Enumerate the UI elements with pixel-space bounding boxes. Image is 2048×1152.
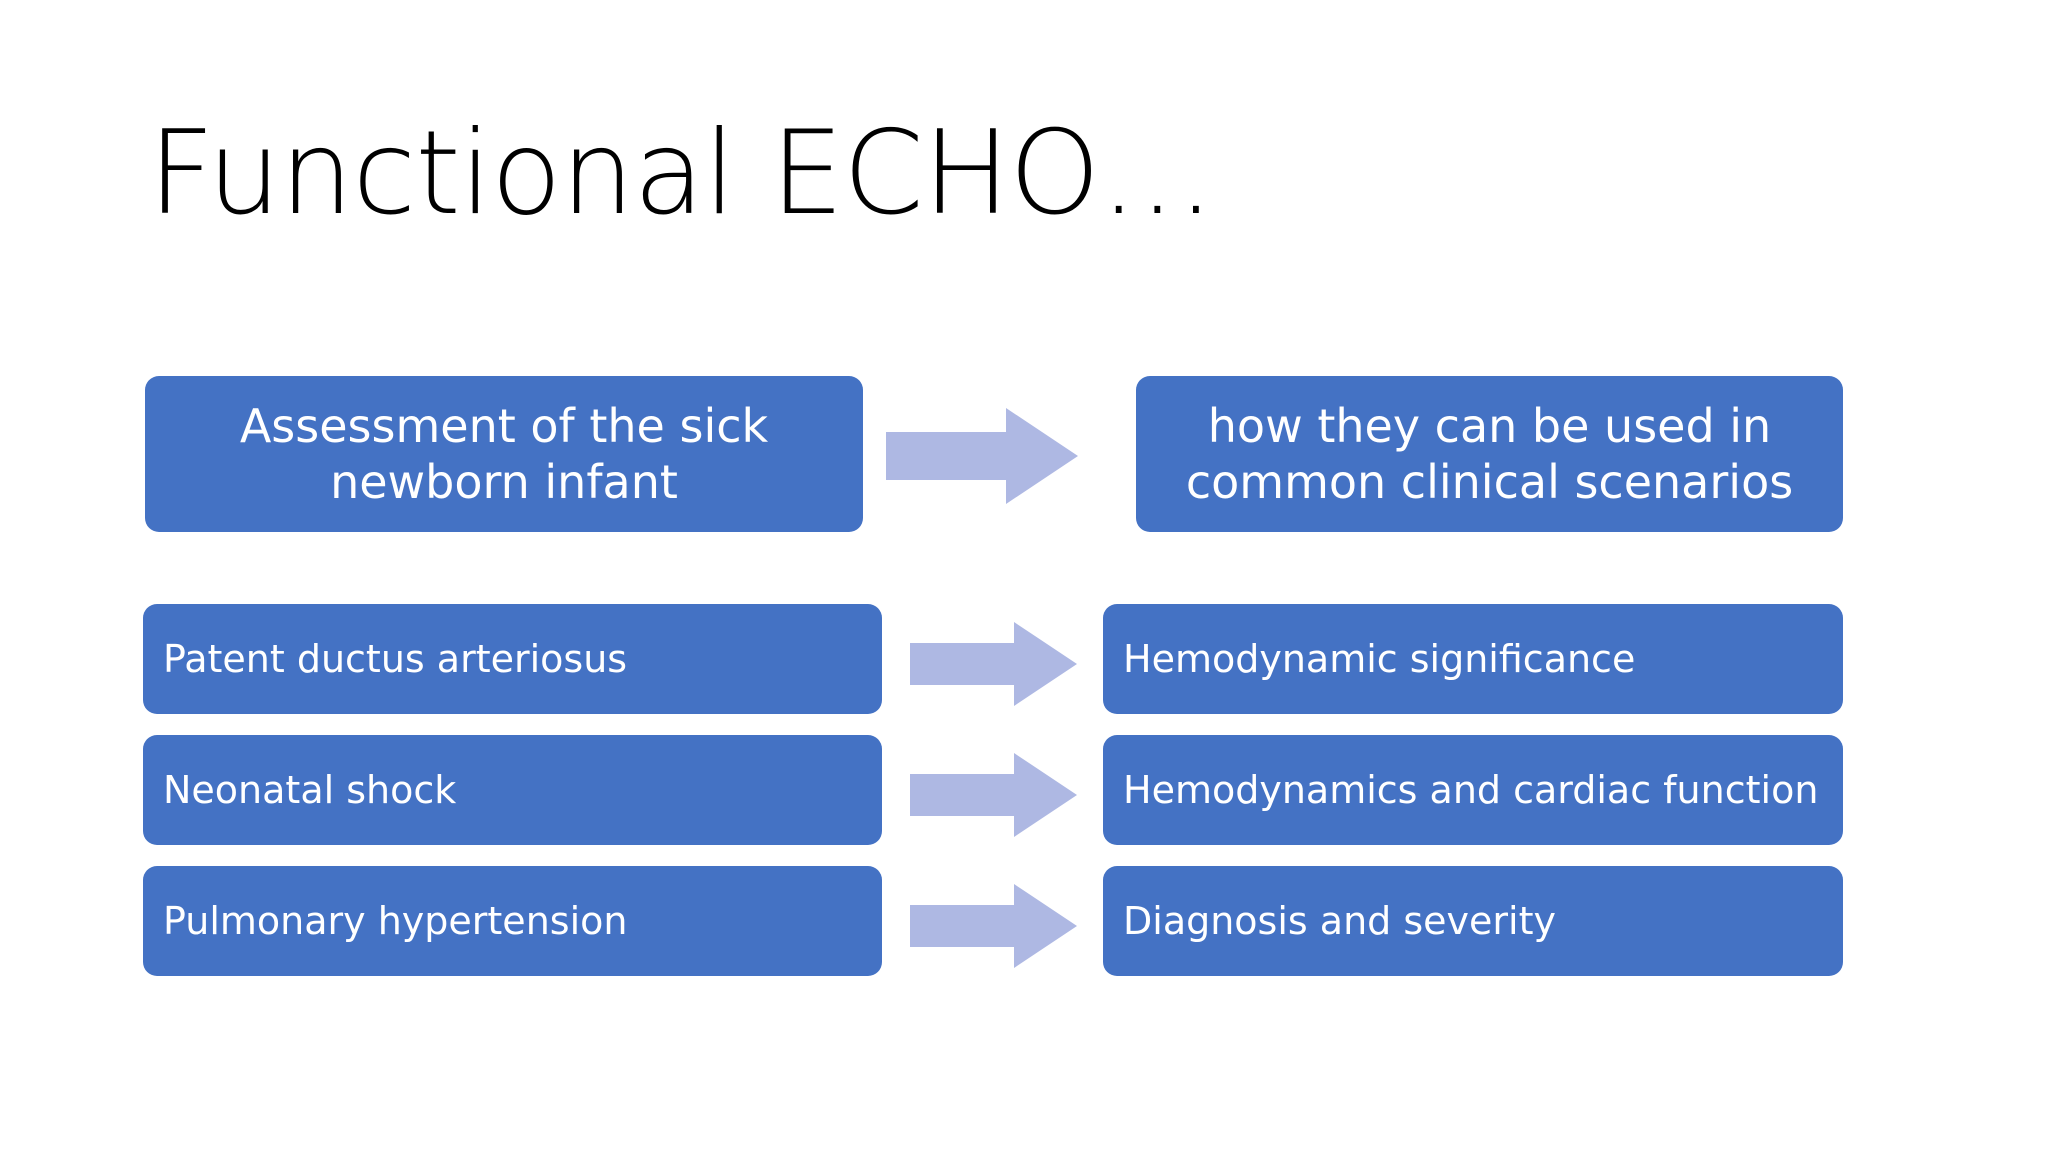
page-title: Functional ECHO… [148, 106, 1215, 241]
process-box-right-1[interactable]: how they can be used in common clinical … [1136, 376, 1843, 532]
process-box-right-2[interactable]: Hemodynamic significance [1103, 604, 1843, 714]
process-box-left-4-label: Pulmonary hypertension [163, 898, 628, 943]
process-box-right-4-label: Diagnosis and severity [1123, 898, 1556, 943]
process-box-right-1-label: how they can be used in common clinical … [1185, 398, 1794, 509]
process-box-left-1-label: Assessment of the sick newborn infant [239, 398, 769, 509]
process-box-left-2-label: Patent ductus arteriosus [163, 636, 628, 681]
process-box-right-4[interactable]: Diagnosis and severity [1103, 866, 1843, 976]
right-arrow-icon-2 [910, 622, 1077, 706]
process-box-right-3[interactable]: Hemodynamics and cardiac function [1103, 735, 1843, 845]
process-box-left-1[interactable]: Assessment of the sick newborn infant [145, 376, 863, 532]
process-box-left-3-label: Neonatal shock [163, 767, 457, 812]
process-box-left-3[interactable]: Neonatal shock [143, 735, 882, 845]
process-box-left-4[interactable]: Pulmonary hypertension [143, 866, 882, 976]
process-box-right-2-label: Hemodynamic significance [1123, 636, 1636, 681]
process-box-right-3-label: Hemodynamics and cardiac function [1123, 767, 1819, 812]
right-arrow-icon-3 [910, 753, 1077, 837]
right-arrow-icon-4 [910, 884, 1077, 968]
right-arrow-icon-1 [886, 408, 1078, 504]
process-box-left-2[interactable]: Patent ductus arteriosus [143, 604, 882, 714]
